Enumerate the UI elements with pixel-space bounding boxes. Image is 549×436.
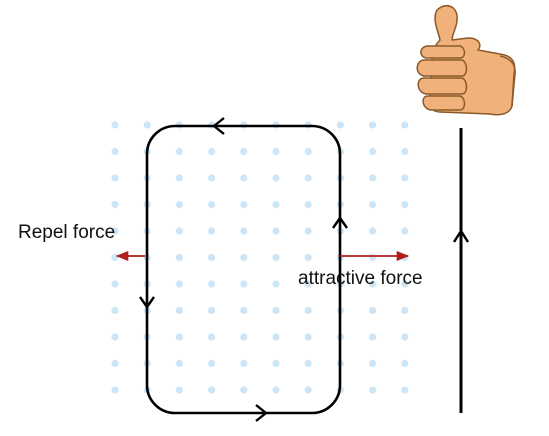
- field-dot: [401, 253, 409, 262]
- field-dot: [111, 227, 119, 235]
- field-dot: [272, 147, 280, 156]
- attractive-force-label: attractive force: [298, 268, 423, 289]
- field-dot: [208, 386, 216, 394]
- field-dot: [304, 253, 312, 262]
- field-dot: [143, 121, 151, 129]
- field-dot: [208, 227, 216, 235]
- field-dot: [401, 121, 409, 129]
- field-dot: [401, 386, 409, 394]
- field-dot: [208, 359, 216, 368]
- field-dot: [369, 306, 377, 315]
- field-dot: [369, 147, 377, 156]
- field-dot: [369, 121, 377, 129]
- field-dot: [175, 306, 183, 315]
- field-dot: [175, 359, 183, 368]
- field-dot: [304, 386, 312, 394]
- field-dot: [304, 306, 312, 315]
- loop-arrow-right-up: [332, 215, 348, 229]
- wire-current-arrow: [452, 228, 470, 243]
- current-loop: [145, 124, 342, 415]
- field-dot: [272, 280, 280, 288]
- field-dot: [240, 333, 248, 341]
- field-dot: [369, 333, 377, 341]
- field-dot: [175, 333, 183, 341]
- field-dot: [304, 227, 312, 235]
- field-dot: [304, 359, 312, 368]
- field-dot: [304, 280, 312, 288]
- field-dot: [240, 200, 248, 209]
- field-dot: [240, 174, 248, 182]
- field-dot: [111, 280, 119, 288]
- field-dot: [304, 174, 312, 182]
- field-dot: [369, 386, 377, 394]
- field-dot: [111, 147, 119, 156]
- field-dot: [175, 200, 183, 209]
- field-dot: [240, 253, 248, 262]
- magnetic-field-dots: [111, 121, 409, 394]
- field-dot: [272, 386, 280, 394]
- field-dot: [401, 359, 409, 368]
- field-dot: [401, 227, 409, 235]
- field-dot: [175, 147, 183, 156]
- loop-arrow-left-down: [139, 296, 155, 310]
- field-dot: [272, 306, 280, 315]
- field-dot: [369, 280, 377, 288]
- field-dot: [369, 359, 377, 368]
- repel-force-label: Repel force: [18, 222, 116, 243]
- field-dot: [208, 280, 216, 288]
- field-dot: [401, 333, 409, 341]
- field-dot: [175, 253, 183, 262]
- field-dot: [401, 200, 409, 209]
- field-dot: [272, 174, 280, 182]
- loop-arrow-bottom-right: [255, 404, 268, 422]
- field-dot: [272, 359, 280, 368]
- field-dot: [111, 174, 119, 182]
- field-dot: [304, 333, 312, 341]
- field-dot: [369, 174, 377, 182]
- field-dot: [272, 253, 280, 262]
- field-dot: [111, 333, 119, 341]
- field-dot: [208, 333, 216, 341]
- field-dot: [401, 147, 409, 156]
- field-dot: [401, 280, 409, 288]
- loop-arrow-top-left: [212, 117, 225, 135]
- field-dot: [240, 306, 248, 315]
- field-dot: [240, 227, 248, 235]
- field-dot: [401, 306, 409, 315]
- field-dot: [369, 200, 377, 209]
- field-dot: [111, 306, 119, 315]
- field-dot: [111, 121, 119, 129]
- field-dot: [175, 174, 183, 182]
- field-dot: [208, 200, 216, 209]
- field-dot: [240, 147, 248, 156]
- field-dot: [304, 147, 312, 156]
- field-dot: [272, 227, 280, 235]
- field-dot: [175, 227, 183, 235]
- field-dot: [111, 253, 119, 262]
- field-dot: [208, 253, 216, 262]
- field-dot: [111, 359, 119, 368]
- field-dot: [401, 174, 409, 182]
- field-dot: [175, 386, 183, 394]
- field-dot: [336, 121, 344, 129]
- field-dot: [272, 333, 280, 341]
- field-dot: [240, 359, 248, 368]
- thumbs-up-hand-icon: [416, 5, 516, 116]
- field-dot: [208, 306, 216, 315]
- field-dot: [304, 200, 312, 209]
- field-dot: [369, 253, 377, 262]
- field-dot: [208, 147, 216, 156]
- field-dot: [272, 200, 280, 209]
- field-dot: [240, 280, 248, 288]
- field-dot: [175, 280, 183, 288]
- field-dot: [111, 200, 119, 209]
- field-dot: [369, 227, 377, 235]
- field-dot: [240, 386, 248, 394]
- field-dot: [208, 174, 216, 182]
- field-dot: [111, 386, 119, 394]
